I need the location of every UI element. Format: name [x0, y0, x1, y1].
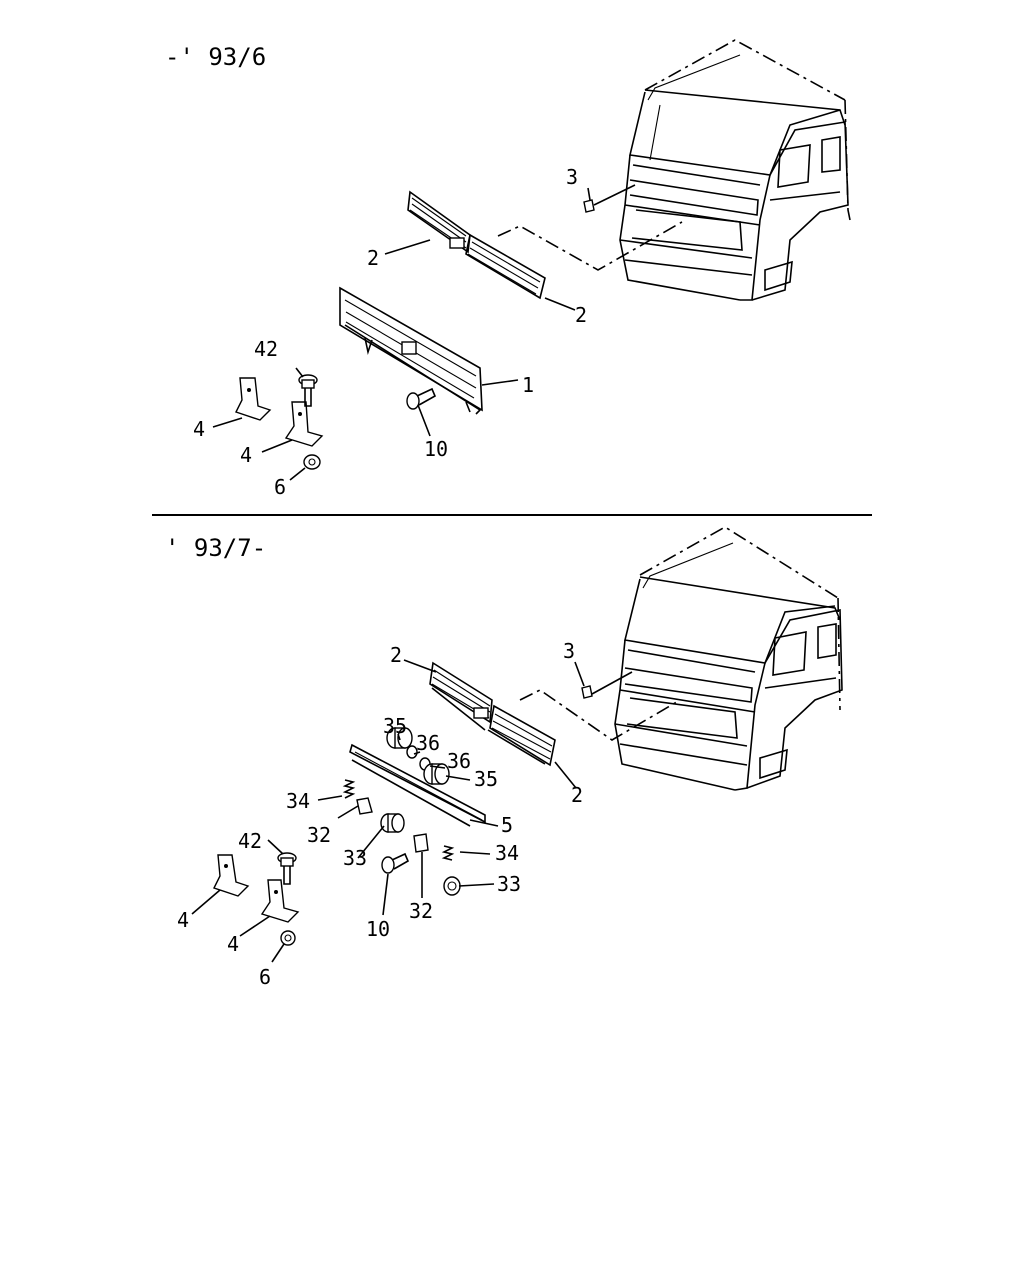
bracket-parts-2	[213, 854, 300, 923]
leader-lines-1	[212, 184, 683, 481]
grille-upper-pieces-2	[429, 661, 556, 767]
callout-4-lower: 4	[227, 932, 239, 956]
callout-36-right: 36	[447, 749, 471, 773]
bolt-10-part-2	[381, 852, 410, 874]
callout-2-left: 2	[367, 246, 379, 270]
callout-10: 10	[366, 917, 390, 941]
section-2-title: ' 93/7-	[165, 534, 266, 562]
bolt-10-part	[406, 387, 437, 410]
callout-4-lower: 4	[240, 443, 252, 467]
callout-2-lower: 2	[571, 783, 583, 807]
front-grille-panel	[339, 286, 483, 415]
callout-35-left: 35	[383, 714, 407, 738]
callout-1: 1	[522, 373, 534, 397]
callout-36-left: 36	[416, 731, 440, 755]
truck-cab-illustration	[619, 39, 851, 301]
callout-32-right: 32	[409, 899, 433, 923]
bolt-42-part	[298, 374, 318, 407]
callout-42: 42	[254, 337, 278, 361]
callout-3: 3	[563, 639, 575, 663]
clip-3-part-2	[581, 685, 593, 699]
callout-34-left: 34	[286, 789, 310, 813]
callout-32-left: 32	[307, 823, 331, 847]
bracket-parts	[235, 377, 324, 447]
grille-upper-pieces	[407, 190, 546, 300]
bushing-33-parts	[380, 813, 461, 896]
callout-42: 42	[238, 829, 262, 853]
nut-6-part-2	[280, 930, 296, 946]
callout-34-right: 34	[495, 841, 519, 865]
section-1-title: -' 93/6	[165, 43, 266, 71]
clip-3-part	[583, 199, 595, 213]
callout-5: 5	[501, 813, 513, 837]
spring-parts	[342, 779, 455, 861]
leader-lines-2	[191, 659, 681, 963]
bracket-32-parts	[356, 797, 429, 853]
callout-3: 3	[566, 165, 578, 189]
callout-4-upper: 4	[177, 908, 189, 932]
callout-33-left: 33	[343, 846, 367, 870]
section-1: -' 93/6	[165, 39, 851, 499]
callout-10: 10	[424, 437, 448, 461]
truck-cab-illustration-2	[614, 526, 843, 791]
support-bar-5	[349, 743, 486, 827]
callout-6: 6	[259, 965, 271, 989]
callout-4-upper: 4	[193, 417, 205, 441]
callout-6: 6	[274, 475, 286, 499]
callout-33-right: 33	[497, 872, 521, 896]
nut-6-part	[303, 454, 321, 470]
callout-2-right: 2	[575, 303, 587, 327]
callout-35-right: 35	[474, 767, 498, 791]
section-2: ' 93/7-	[165, 526, 843, 989]
bolt-42-part-2	[277, 852, 297, 885]
callout-2-upper: 2	[390, 643, 402, 667]
